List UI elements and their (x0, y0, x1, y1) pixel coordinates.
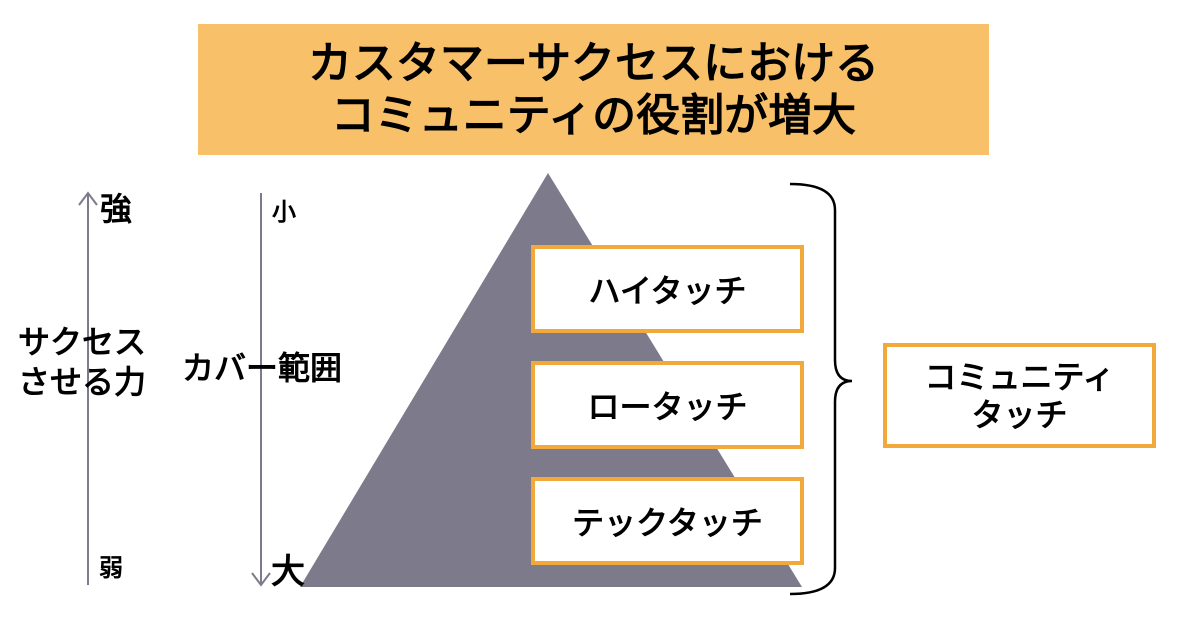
coverage-axis-top-label: 小 (272, 198, 296, 226)
title-banner: カスタマーサクセスにおける コミュニティの役割が増大 (198, 24, 989, 155)
success-axis-label-line2: させる力 (18, 363, 147, 401)
curly-bracket (789, 182, 853, 596)
coverage-axis-bottom-label: 大 (271, 552, 305, 592)
community-touch-line2: タッチ (971, 395, 1068, 434)
success-axis-top-label: 強 (100, 190, 133, 228)
success-axis-label-line1: サクセス (18, 323, 147, 361)
coverage-axis-arrow (251, 193, 271, 587)
community-touch-box: コミュニティ タッチ (883, 343, 1156, 448)
title-line-2: コミュニティの役割が増大 (330, 89, 857, 141)
success-axis-arrow (78, 191, 98, 585)
tier-box-low-touch: ロータッチ (531, 361, 804, 449)
success-axis-bottom-label: 弱 (99, 554, 123, 582)
community-touch-line1: コミュニティ (924, 357, 1115, 396)
success-axis-label: サクセス させる力 (18, 322, 146, 402)
coverage-axis-label: カバー範囲 (182, 349, 343, 387)
tier-box-tech-touch: テックタッチ (531, 477, 804, 565)
title-line-1: カスタマーサクセスにおける (307, 37, 880, 89)
tier-box-high-touch: ハイタッチ (531, 245, 804, 333)
